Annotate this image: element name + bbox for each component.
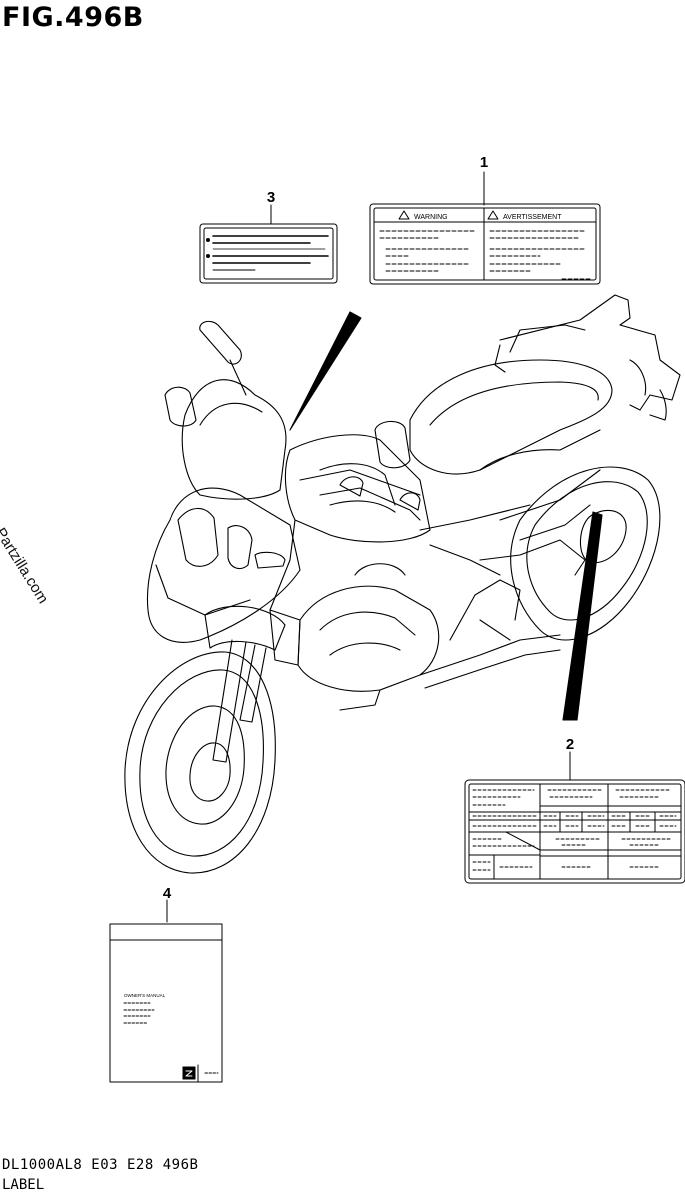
avertissement-heading: AVERTISSEMENT [503, 214, 562, 221]
callout-2: 2 [566, 736, 574, 753]
figure-name: LABEL [2, 1177, 45, 1193]
owners-manual-part-4 [109, 923, 223, 1083]
callout-leaders [166, 171, 571, 923]
info-label-part-3 [199, 223, 338, 284]
suzuki-logo-icon [185, 1070, 193, 1077]
callout-1: 1 [480, 154, 488, 171]
warning-label-part-1 [369, 203, 601, 285]
callout-4: 4 [163, 885, 172, 902]
figure-code: DL1000AL8 E03 E28 496B [2, 1157, 199, 1173]
warning-triangle-icon [398, 210, 410, 220]
motorcycle-outline [124, 294, 681, 874]
warning-heading: WARNING [414, 214, 448, 221]
figure-title: FIG.496B [2, 2, 144, 33]
tire-info-label-part-2 [464, 779, 685, 884]
manual-cover-text: OWNER'S MANUAL [124, 993, 166, 998]
callout-3: 3 [267, 189, 275, 206]
